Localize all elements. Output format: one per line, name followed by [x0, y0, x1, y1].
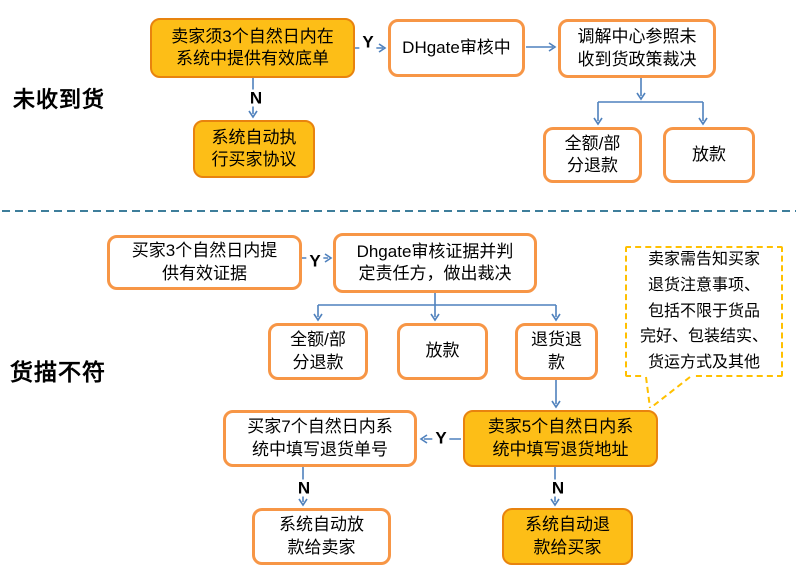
- section-label-not-received: 未收到货: [13, 87, 106, 112]
- node-buyer-provide-evidence: 买家3个自然日内提 供有效证据: [107, 235, 302, 290]
- node-system-auto-refund-to-buyer: 系统自动退 款给买家: [502, 508, 633, 565]
- callout-seller-return-notice: 卖家需告知买家 退货注意事项、 包括不限于货品 完好、包装结实、 货运方式及其他: [625, 246, 783, 377]
- node-seller-submit-receipt: 卖家须3个自然日内在 系统中提供有效底单: [150, 18, 355, 78]
- node-mediation-center-ruling: 调解中心参照未 收到货政策裁决: [558, 19, 716, 78]
- edge-mediation-branch: [593, 78, 708, 126]
- node-full-partial-refund-top: 全额/部 分退款: [543, 127, 642, 183]
- edge-review-to-mediation: [526, 42, 557, 52]
- edge-label-yes-top: Y: [359, 33, 377, 51]
- section-label-not-as-described: 货描不符: [10, 359, 106, 385]
- node-system-auto-release-to-seller: 系统自动放 款给卖家: [252, 508, 391, 565]
- node-release-payment-top: 放款: [663, 127, 755, 183]
- callout-tail: [644, 374, 692, 409]
- edge-label-no-address: N: [548, 479, 568, 497]
- edge-label-no-top: N: [246, 89, 266, 107]
- edge-judge-branch: [313, 293, 561, 322]
- edge-return-to-seller-address: [551, 380, 561, 409]
- node-buyer-fill-return-tracking: 买家7个自然日内系 统中填写退货单号: [223, 410, 417, 467]
- node-seller-fill-return-address: 卖家5个自然日内系 统中填写退货地址: [463, 410, 658, 467]
- edge-label-yes-evidence: Y: [306, 252, 324, 270]
- edge-label-no-tracking: N: [294, 479, 314, 497]
- node-full-partial-refund-bottom: 全额/部 分退款: [268, 323, 368, 380]
- node-return-and-refund: 退货退 款: [515, 323, 598, 380]
- node-dhgate-reviewing: DHgate审核中: [388, 19, 525, 77]
- node-system-auto-execute-buyer-agreement: 系统自动执 行买家协议: [193, 120, 315, 178]
- node-release-payment-bottom: 放款: [397, 323, 488, 380]
- node-dhgate-judge-responsibility: Dhgate审核证据并判 定责任方，做出裁决: [333, 233, 537, 293]
- edge-label-yes-address: Y: [432, 429, 450, 447]
